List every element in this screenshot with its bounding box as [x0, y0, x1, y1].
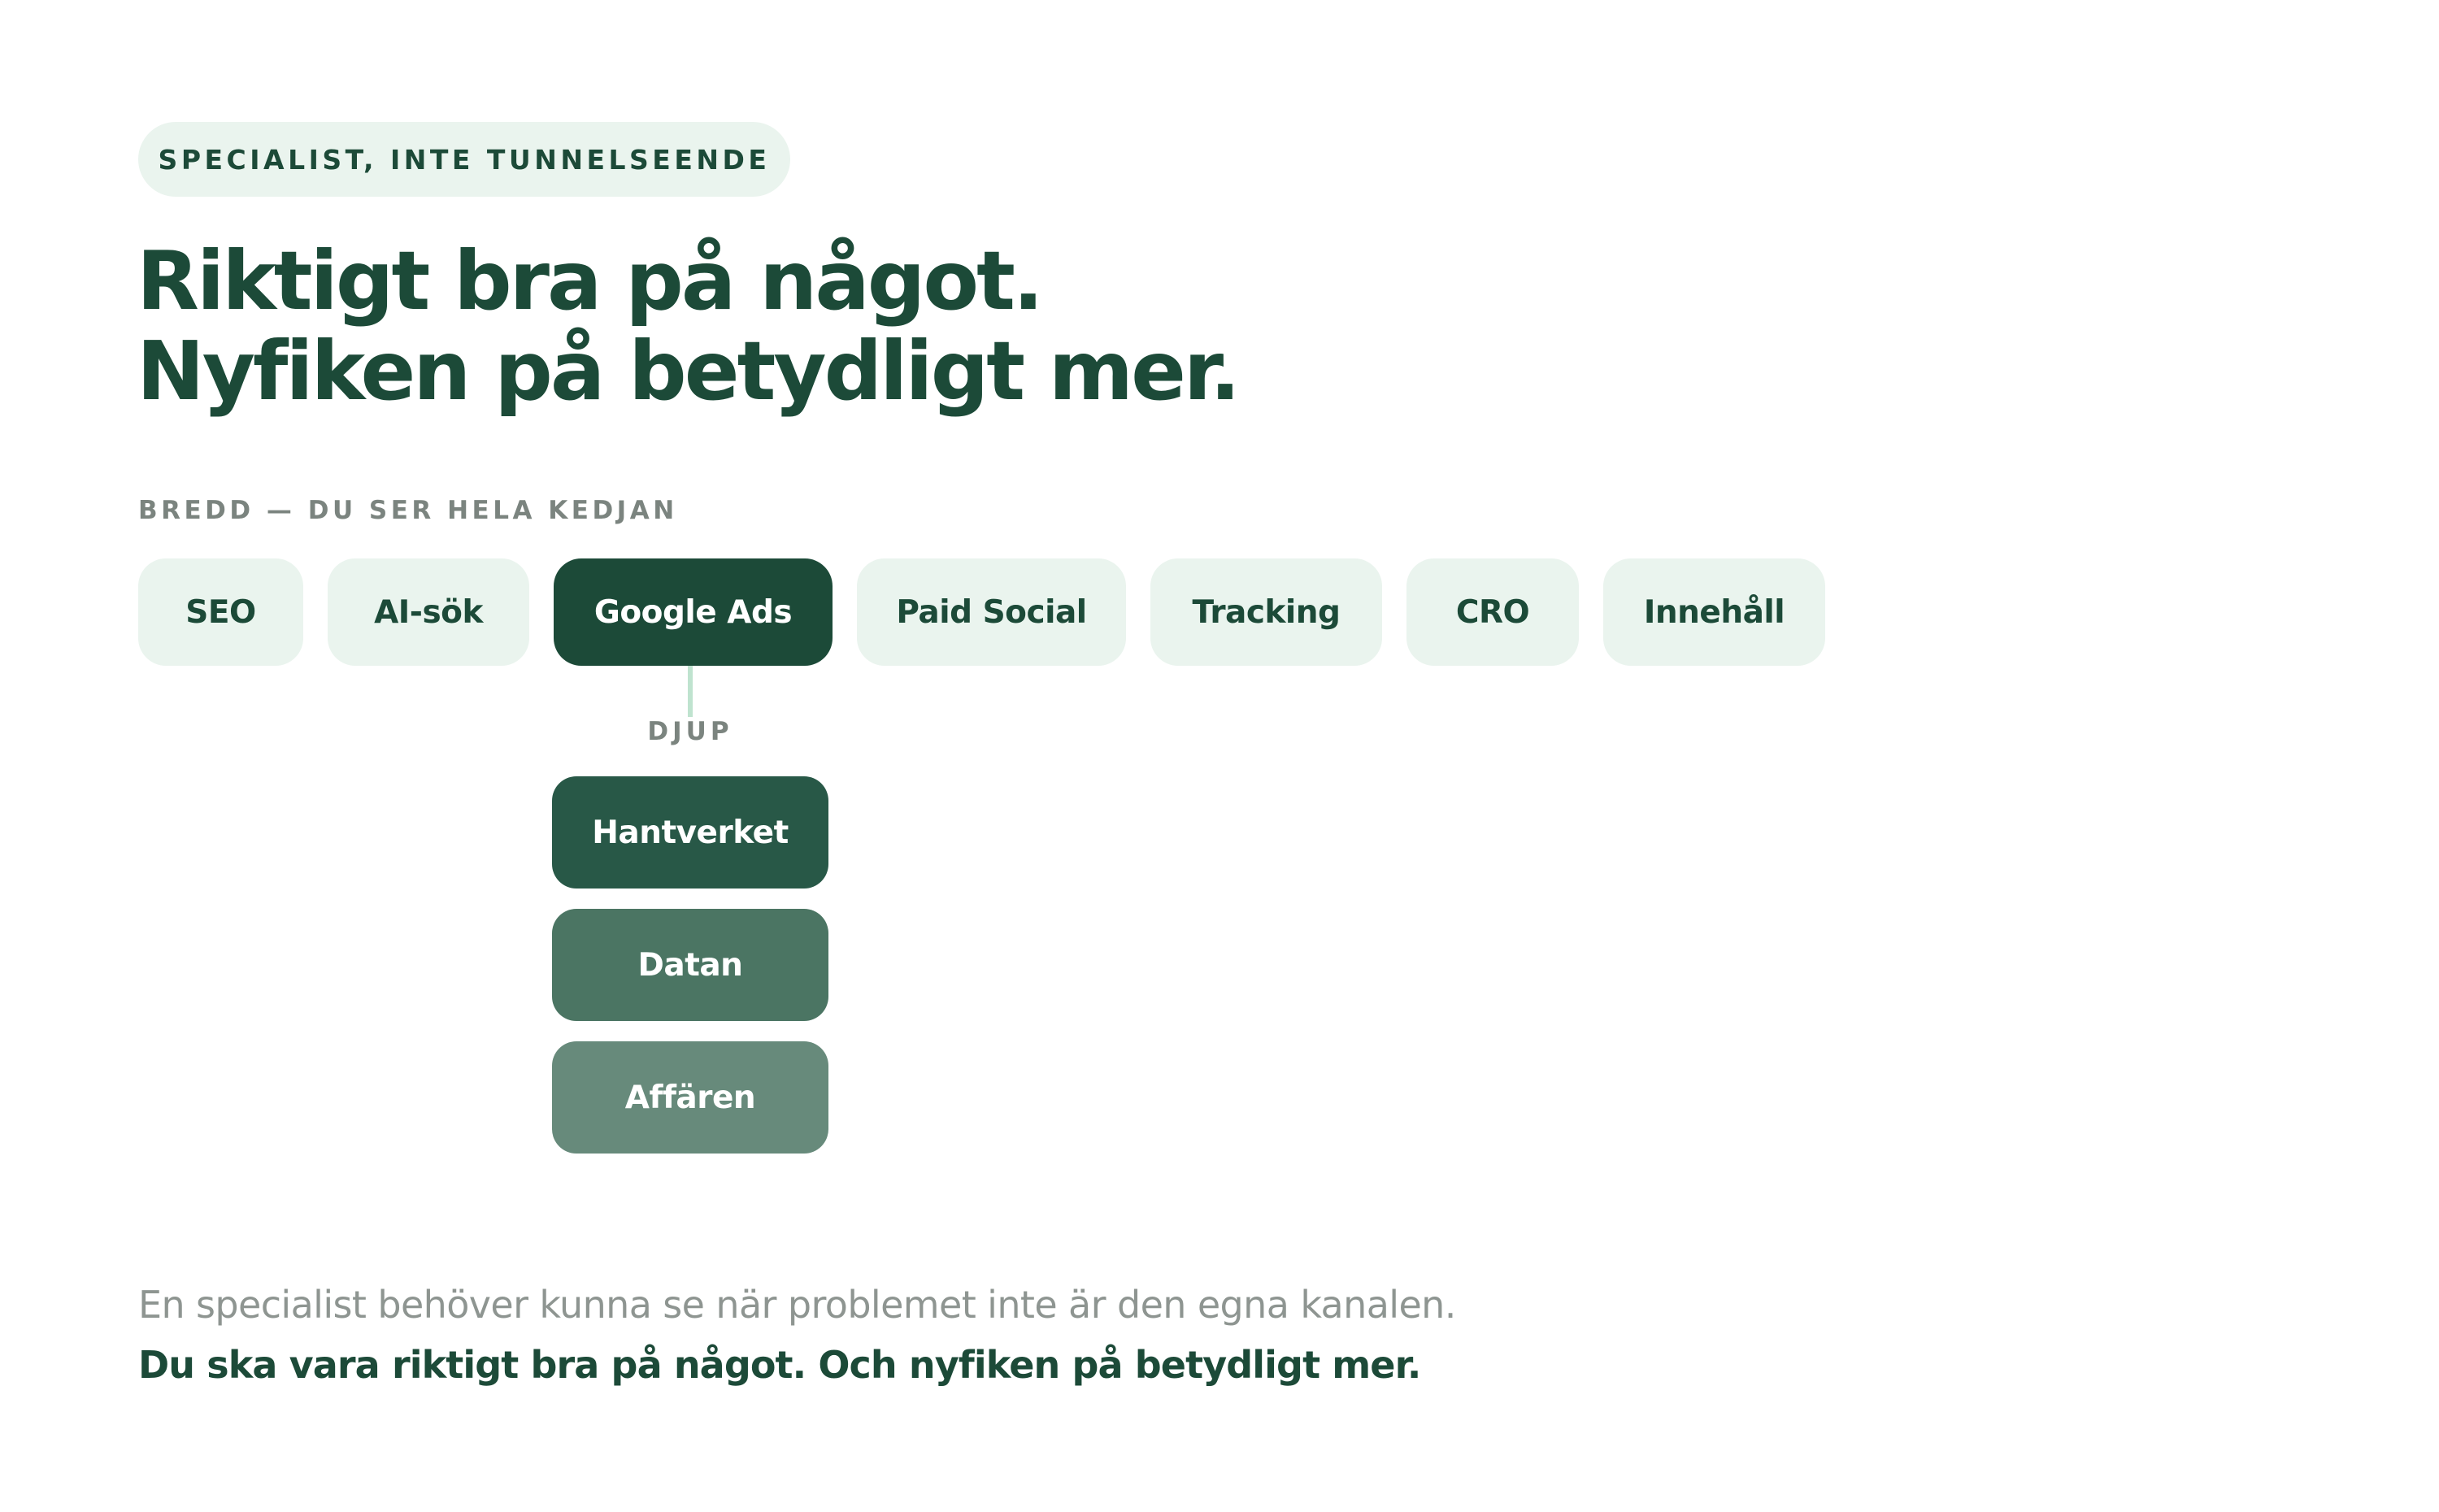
depth-item-affaren: Affären — [552, 1041, 828, 1154]
breadth-label: BREDD — DU SER HELA KEDJAN — [138, 496, 678, 525]
chip-cro[interactable]: CRO — [1406, 558, 1579, 666]
depth-label: DJUP — [647, 717, 733, 746]
chip-google-ads[interactable]: Google Ads — [554, 558, 833, 666]
headline-line-1: Riktigt bra på något. — [137, 233, 1044, 328]
depth-item-hantverket: Hantverket — [552, 776, 828, 889]
footer-muted-text: En specialist behöver kunna se när probl… — [138, 1283, 1456, 1327]
footer-strong-text: Du ska vara riktigt bra på något. Och ny… — [138, 1343, 1421, 1387]
chip-seo[interactable]: SEO — [138, 558, 303, 666]
chip-paid-social[interactable]: Paid Social — [857, 558, 1126, 666]
section-eyebrow-badge: SPECIALIST, INTE TUNNELSEENDE — [138, 122, 790, 197]
chip-innehall[interactable]: Innehåll — [1603, 558, 1825, 666]
chip-tracking[interactable]: Tracking — [1150, 558, 1382, 666]
headline-line-2: Nyfiken på betydligt mer. — [137, 324, 1241, 419]
depth-connector-line — [688, 666, 693, 717]
page-headline: Riktigt bra på något. Nyfiken på betydli… — [137, 233, 1241, 419]
depth-item-datan: Datan — [552, 909, 828, 1021]
chip-ai-sok[interactable]: AI-sök — [328, 558, 529, 666]
